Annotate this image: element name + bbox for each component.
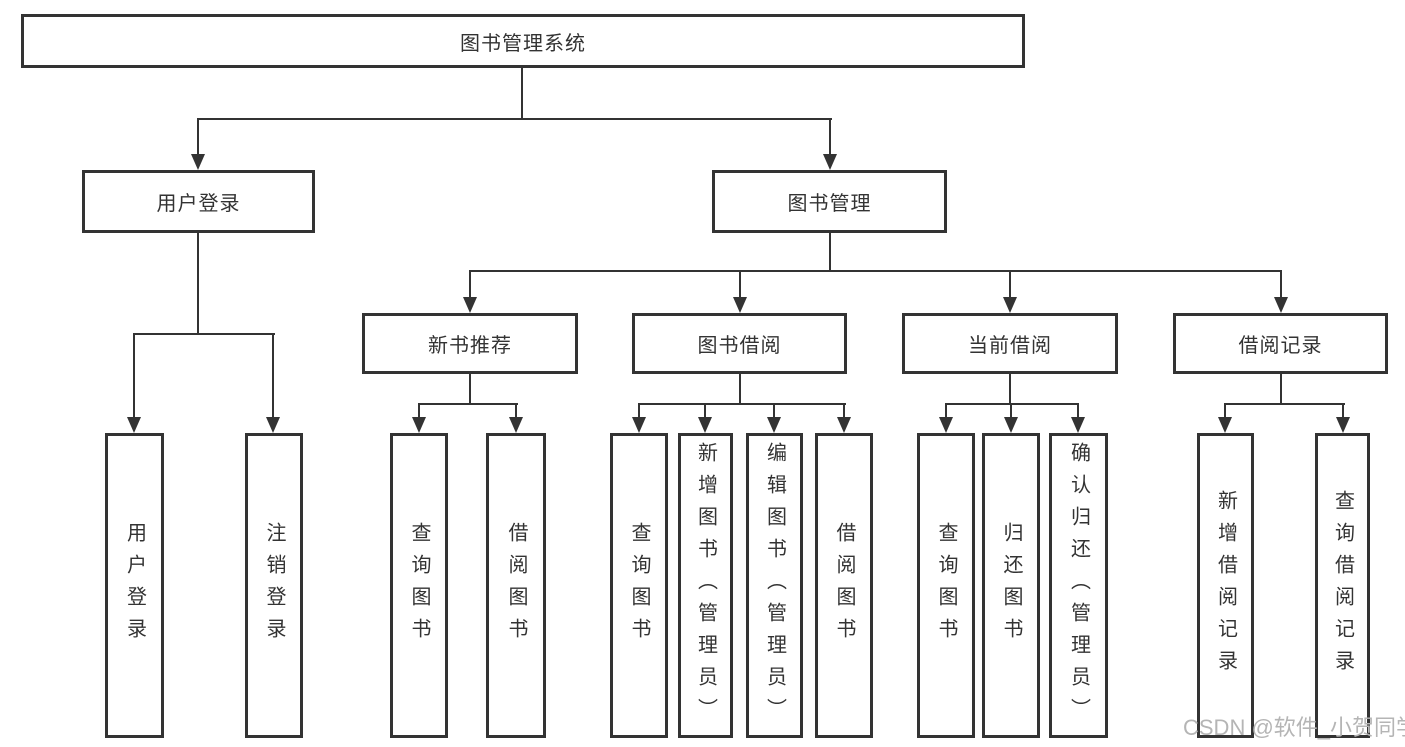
connector-drop <box>272 333 274 417</box>
connector-drop <box>1280 270 1282 297</box>
leaf-newbook-query-book: 查询图书 <box>390 433 448 738</box>
arrow-down-icon <box>698 417 712 433</box>
leaf-label: 新增图书（管理员） <box>694 441 717 730</box>
node-label: 用户登录 <box>156 193 241 215</box>
connector-drop <box>1224 403 1226 418</box>
connector-drop <box>418 403 420 418</box>
node-book-management: 图书管理 <box>712 170 947 233</box>
node-root-system: 图书管理系统 <box>21 14 1025 68</box>
node-label: 图书管理系统 <box>460 32 586 55</box>
leaf-current-return-book: 归还图书 <box>982 433 1040 738</box>
leaf-record-query-record: 查询借阅记录 <box>1315 433 1370 738</box>
connector-stub <box>1009 374 1011 405</box>
connector-stub <box>197 233 199 335</box>
connector-bar <box>197 118 832 120</box>
node-label: 新书推荐 <box>428 335 512 357</box>
arrow-down-icon <box>412 417 426 433</box>
connector-drop <box>704 403 706 418</box>
connector-bar <box>638 403 846 405</box>
arrow-down-icon <box>733 297 747 313</box>
connector-stub <box>739 374 741 405</box>
connector-drop <box>829 118 831 154</box>
arrow-down-icon <box>1336 417 1350 433</box>
leaf-borrow-borrow-book: 借阅图书 <box>815 433 873 738</box>
leaf-label: 用户登录 <box>123 521 146 650</box>
leaf-label: 查询借阅记录 <box>1331 489 1354 682</box>
leaf-newbook-borrow-book: 借阅图书 <box>486 433 546 738</box>
leaf-borrow-query-book: 查询图书 <box>610 433 668 738</box>
arrow-down-icon <box>463 297 477 313</box>
leaf-label: 确认归还（管理员） <box>1067 441 1090 730</box>
leaf-label: 注销登录 <box>263 521 285 650</box>
node-label: 当前借阅 <box>968 335 1052 357</box>
leaf-logout: 注销登录 <box>245 433 303 738</box>
connector-stub <box>521 68 523 120</box>
leaf-current-confirm-return-admin: 确认归还（管理员） <box>1049 433 1108 738</box>
arrow-down-icon <box>266 417 280 433</box>
node-user-login: 用户登录 <box>82 170 315 233</box>
arrow-down-icon <box>1218 417 1232 433</box>
connector-drop <box>515 403 517 418</box>
arrow-down-icon <box>632 417 646 433</box>
connector-bar <box>133 333 275 335</box>
arrow-down-icon <box>767 417 781 433</box>
connector-drop <box>133 333 135 417</box>
connector-drop <box>945 403 947 418</box>
connector-stub <box>1280 374 1282 405</box>
connector-stub <box>829 233 831 272</box>
leaf-current-query-book: 查询图书 <box>917 433 975 738</box>
leaf-label: 查询图书 <box>935 521 957 650</box>
connector-drop <box>843 403 845 418</box>
node-borrow-record: 借阅记录 <box>1173 313 1388 374</box>
connector-drop <box>1342 403 1344 418</box>
connector-drop <box>1009 270 1011 297</box>
watermark: CSDN @软件_小贺同学 <box>1183 715 1405 740</box>
leaf-label: 查询图书 <box>628 521 650 650</box>
leaf-record-add-record: 新增借阅记录 <box>1197 433 1254 738</box>
arrow-down-icon <box>1071 417 1085 433</box>
connector-drop <box>469 270 471 297</box>
leaf-borrow-add-book-admin: 新增图书（管理员） <box>678 433 733 738</box>
connector-bar <box>945 403 1079 405</box>
leaf-label: 借阅图书 <box>505 521 527 650</box>
leaf-label: 新增借阅记录 <box>1214 489 1237 682</box>
node-book-borrow: 图书借阅 <box>632 313 847 374</box>
arrow-down-icon <box>1274 297 1288 313</box>
arrow-down-icon <box>127 417 141 433</box>
connector-bar <box>1224 403 1345 405</box>
connector-drop <box>1010 403 1012 418</box>
connector-drop <box>773 403 775 418</box>
node-current-borrow: 当前借阅 <box>902 313 1118 374</box>
connector-drop <box>197 118 199 154</box>
arrow-down-icon <box>191 154 205 170</box>
leaf-label: 编辑图书（管理员） <box>763 441 786 730</box>
node-label: 图书借阅 <box>697 335 782 357</box>
connector-drop <box>739 270 741 297</box>
arrow-down-icon <box>1004 417 1018 433</box>
leaf-label: 查询图书 <box>408 521 430 650</box>
leaf-user-login: 用户登录 <box>105 433 164 738</box>
arrow-down-icon <box>823 154 837 170</box>
node-new-book-recommend: 新书推荐 <box>362 313 578 374</box>
arrow-down-icon <box>939 417 953 433</box>
node-label: 借阅记录 <box>1238 335 1323 357</box>
leaf-label: 借阅图书 <box>833 521 855 650</box>
connector-drop <box>638 403 640 418</box>
leaf-borrow-edit-book-admin: 编辑图书（管理员） <box>746 433 803 738</box>
leaf-label: 归还图书 <box>1000 521 1022 650</box>
arrow-down-icon <box>837 417 851 433</box>
arrow-down-icon <box>1003 297 1017 313</box>
connector-stub <box>469 374 471 405</box>
connector-bar <box>469 270 1282 272</box>
node-label: 图书管理 <box>787 193 872 215</box>
connector-bar <box>418 403 518 405</box>
arrow-down-icon <box>509 417 523 433</box>
connector-drop <box>1077 403 1079 418</box>
